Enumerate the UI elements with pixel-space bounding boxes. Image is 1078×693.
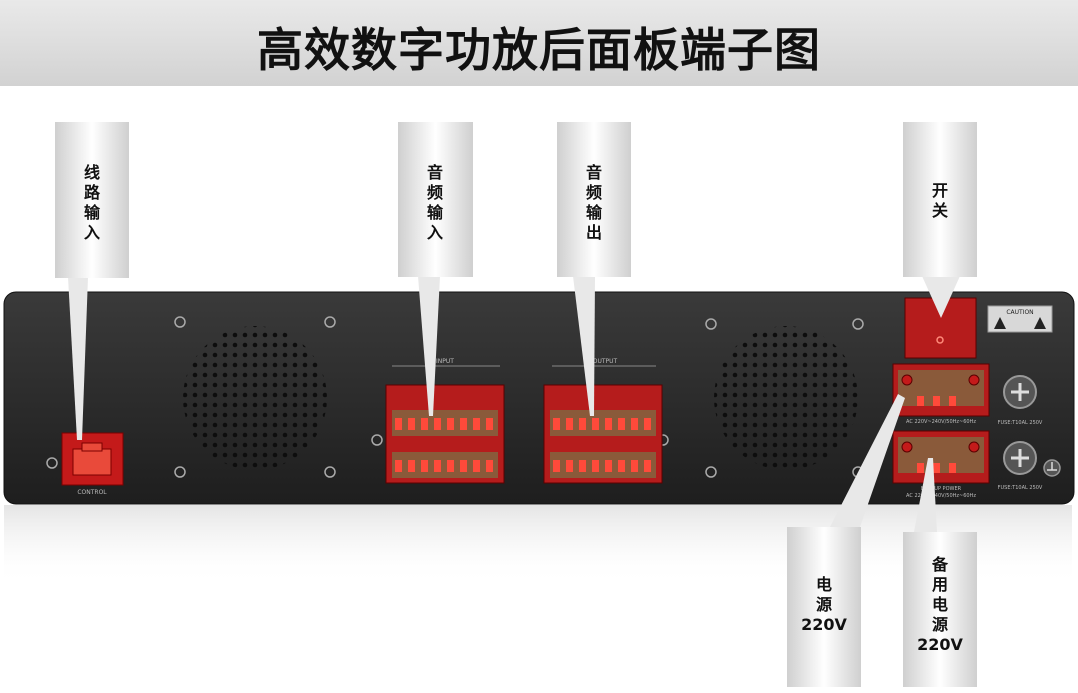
terminal-pin bbox=[631, 460, 638, 472]
terminal-pin bbox=[447, 418, 454, 430]
terminal-pin bbox=[579, 418, 586, 430]
terminal-pin bbox=[605, 418, 612, 430]
screw bbox=[371, 434, 383, 446]
terminal-pin bbox=[447, 460, 454, 472]
terminal-pin bbox=[460, 418, 467, 430]
callout-glyph: 入 bbox=[84, 223, 100, 242]
panel-reflection bbox=[4, 505, 1072, 585]
grill-right bbox=[705, 318, 864, 478]
backup-power-terminal[interactable]: BACKUP POWER AC 220V~240V/50Hz~60Hz bbox=[892, 430, 990, 499]
terminal-pin bbox=[486, 418, 493, 430]
terminal-pin bbox=[644, 460, 651, 472]
terminal-pin bbox=[395, 460, 402, 472]
terminal-pin bbox=[592, 460, 599, 472]
callout-glyph: 音 bbox=[586, 163, 602, 182]
terminal-pin bbox=[395, 418, 402, 430]
terminal-pin bbox=[592, 418, 599, 430]
fuse-2[interactable]: FUSE:T10AL 250V bbox=[998, 441, 1043, 491]
callout-glyph: 频 bbox=[427, 183, 443, 202]
terminal-pin bbox=[486, 460, 493, 472]
callout-glyph: 入 bbox=[427, 223, 443, 242]
terminal-pin bbox=[408, 460, 415, 472]
callout-voltage: 220V bbox=[801, 615, 847, 634]
callout-glyph: 线 bbox=[84, 163, 100, 182]
callout-glyph: 源 bbox=[816, 595, 832, 614]
caution-label: CAUTION bbox=[1006, 309, 1033, 316]
terminal-pin bbox=[434, 418, 441, 430]
terminal-pin bbox=[460, 460, 467, 472]
title-bar bbox=[0, 0, 1078, 86]
terminal-pin bbox=[553, 418, 560, 430]
callout-glyph: 输 bbox=[84, 203, 101, 222]
terminal-pin bbox=[631, 418, 638, 430]
terminal-pin bbox=[618, 418, 625, 430]
output-pins bbox=[553, 418, 651, 472]
output-terminal[interactable]: OUTPUT bbox=[543, 358, 663, 484]
input-pins bbox=[395, 418, 493, 472]
fuse-label-2: FUSE:T10AL 250V bbox=[998, 485, 1043, 491]
callout-glyph: 电 bbox=[932, 595, 948, 614]
callout-glyph: 源 bbox=[932, 615, 948, 634]
terminal-pin bbox=[421, 418, 428, 430]
terminal-pin bbox=[566, 418, 573, 430]
callout-glyph: 输 bbox=[427, 203, 444, 222]
terminal-pin bbox=[408, 418, 415, 430]
ac-label: AC 220V~240V/50Hz~60Hz bbox=[906, 419, 976, 425]
callout-glyph: 频 bbox=[586, 183, 602, 202]
power-terminal[interactable]: AC 220V~240V/50Hz~60Hz bbox=[892, 363, 990, 425]
control-label: CONTROL bbox=[77, 489, 107, 496]
terminal-pin bbox=[421, 460, 428, 472]
fuse-1[interactable]: FUSE:T10AL 250V bbox=[998, 375, 1043, 426]
callout-glyph: 备 bbox=[931, 555, 949, 574]
page-title: 高效数字功放后面板端子图 bbox=[257, 23, 821, 77]
callout-glyph: 开 bbox=[932, 181, 948, 200]
callout-glyph: 出 bbox=[586, 223, 602, 242]
backup-label: BACKUP POWER bbox=[921, 486, 962, 492]
callout-glyph: 音 bbox=[427, 163, 443, 182]
ground-terminal[interactable] bbox=[1043, 459, 1061, 477]
callout-glyph: 路 bbox=[84, 183, 101, 202]
screw bbox=[46, 457, 58, 469]
input-label: INPUT bbox=[436, 358, 454, 365]
terminal-pin bbox=[473, 460, 480, 472]
callout-voltage: 220V bbox=[917, 635, 963, 654]
terminal-pin bbox=[618, 460, 625, 472]
callout-glyph: 关 bbox=[932, 201, 948, 220]
callout-switch: 开关 bbox=[903, 122, 977, 318]
terminal-pin bbox=[434, 460, 441, 472]
callout-glyph: 输 bbox=[586, 203, 603, 222]
fuse-label: FUSE:T10AL 250V bbox=[998, 420, 1043, 426]
output-label: OUTPUT bbox=[593, 358, 618, 365]
backup-ac-label: AC 220V~240V/50Hz~60Hz bbox=[906, 493, 976, 499]
terminal-pin bbox=[566, 460, 573, 472]
terminal-pin bbox=[579, 460, 586, 472]
terminal-pin bbox=[553, 460, 560, 472]
terminal-pin bbox=[473, 418, 480, 430]
callout-glyph: 电 bbox=[816, 575, 832, 594]
caution-sticker: CAUTION bbox=[987, 305, 1053, 333]
callout-switch-text: 开关 bbox=[932, 181, 948, 220]
terminal-pin bbox=[644, 418, 651, 430]
control-port[interactable]: CONTROL bbox=[61, 432, 124, 496]
callout-glyph: 用 bbox=[932, 575, 948, 594]
input-terminal[interactable]: INPUT bbox=[385, 358, 505, 484]
grill-left bbox=[174, 316, 336, 478]
terminal-pin bbox=[605, 460, 612, 472]
